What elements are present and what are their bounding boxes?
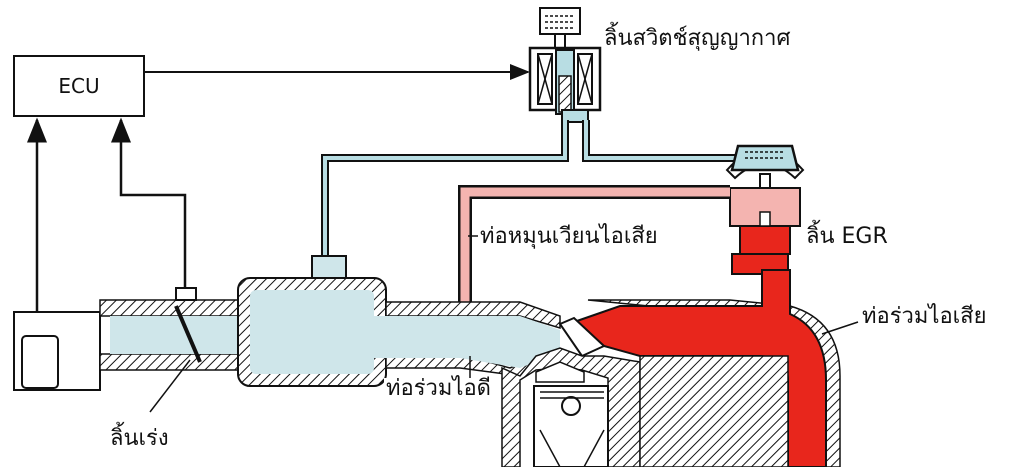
vacuum-switching-valve <box>528 7 602 123</box>
vacuum-fitting <box>311 255 347 279</box>
vacuum-line-to-egr <box>582 120 740 162</box>
egr-valve-label: ลิ้น EGR <box>806 224 888 249</box>
throttle-valve-label: ลิ้นเร่ง <box>110 426 169 451</box>
exhaust-manifold-leader <box>821 321 859 335</box>
ecu-label: ECU <box>58 74 100 98</box>
throttle-leader <box>149 359 191 413</box>
air-intake-body <box>13 287 249 391</box>
throttle-sensor-signal-line <box>111 117 187 290</box>
intake-manifold <box>374 301 563 377</box>
throttle-plate <box>174 305 202 363</box>
vacuum-switching-valve-label: ลิ้นสวิตช์สุญญากาศ <box>604 26 791 51</box>
egr-valve <box>725 144 805 255</box>
exhaust-manifold-label: ท่อร่วมไอเสีย <box>862 304 987 329</box>
engine-cylinder <box>501 316 789 468</box>
ecu-box <box>13 55 145 117</box>
intake-manifold-label: ท่อร่วมไอดี <box>384 376 493 401</box>
egr-pipe <box>458 185 730 310</box>
surge-tank <box>237 277 387 387</box>
egr-pipe-label: ท่อหมุนเวียนไอเสีย <box>478 224 660 249</box>
